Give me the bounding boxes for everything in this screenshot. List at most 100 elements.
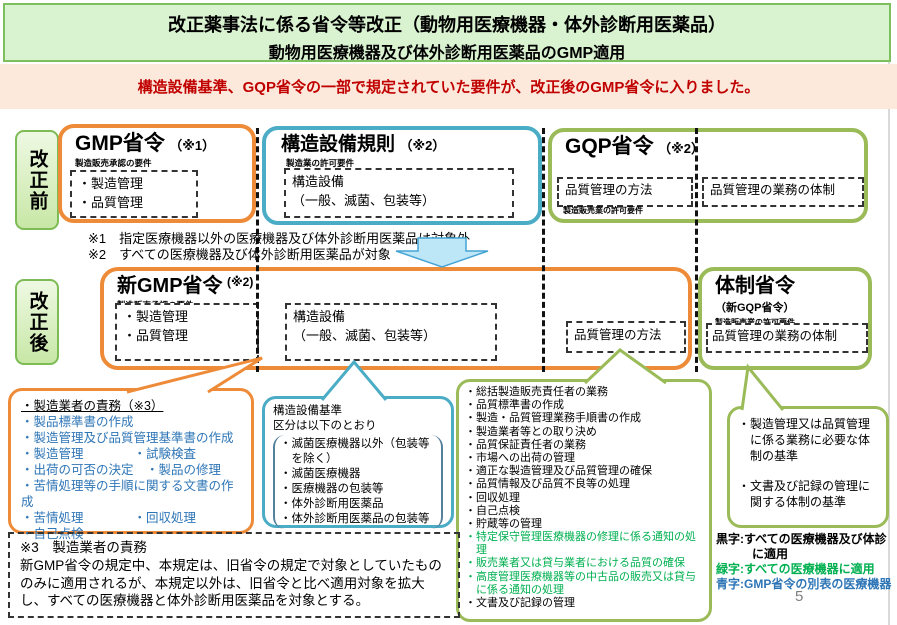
kozo-requirements-box: 構造設備 （一般、滅菌、包装等） [284, 168, 514, 218]
mfr-item-6: ・苦情処理 ・回収処理 [21, 511, 197, 525]
slide-title-line1: 改正薬事法に係る省令等改正（動物用医療機器・体外診断用医薬品） [168, 15, 726, 35]
gmp-title: GMP省令 [75, 132, 165, 155]
highlight-banner: 構造設備基準、GQP省令の一部で規定されていた要件が、改正後のGMP省令に入りま… [0, 64, 897, 109]
gqp-ref: （※2） [658, 141, 705, 156]
gmp-subtitle: 製造販売承認の要件 [75, 158, 152, 168]
footnote-3-box: ※3 製造業者の責務 新GMP省令の規定中、本規定は、旧省令の規定で対象としてい… [8, 532, 460, 618]
quality-item-8: ・品質情報及び品質不良等の処理 [465, 478, 630, 491]
system-gap [738, 465, 878, 479]
footnote-2: ※2 すべての医療機器及び体外診断用医薬品が対象 [88, 247, 391, 263]
dashed-separator-2 [542, 128, 545, 372]
quality-item-11: ・貯蔵等の管理 [465, 517, 542, 530]
quality-item-6: ・市場への出荷の管理 [465, 451, 575, 464]
taisei-sub2: 製造販売業の許可要件 [715, 317, 868, 328]
facility-item-3: ・医療機器の包装等 [280, 482, 384, 495]
new-gmp-kozo-box: 構造設備 （一般、滅菌、包装等） [285, 303, 497, 361]
gqp-system-box: 品質管理の業務の体制 [702, 177, 864, 207]
gmp-ref: （※1） [169, 138, 216, 153]
kozo-box-line1: 構造設備 [292, 174, 345, 189]
legend-black: 黒字:すべての医療機器及び体診 に適用 [716, 532, 887, 561]
gqp-method-note: 製造販売業の許可要件 [563, 206, 643, 215]
pointer-system-callout [740, 363, 785, 411]
new-gmp-item-1: ・製造管理 [123, 309, 189, 324]
mfr-item-4: ・出荷の可否の決定 ・製品の修理 [21, 463, 222, 477]
facility-item-1: ・滅菌医療機器以外（包装等を除く） [280, 437, 430, 465]
highlight-banner-text: 構造設備基準、GQP省令の一部で規定されていた要件が、改正後のGMP省令に入りま… [137, 79, 760, 96]
gmp-item-2: ・品質管理 [78, 194, 144, 210]
facility-item-5: ・体外診断用医薬品の包装等 [280, 512, 430, 525]
facility-line2: 区分は以下のとおり [273, 419, 377, 432]
kozo-box-line2: （一般、滅菌、包装等） [292, 192, 436, 208]
kozo-subtitle: 製造業の許可要件 [286, 158, 355, 168]
facility-category-list: ・滅菌医療機器以外（包装等を除く） ・滅菌医療機器 ・医療機器の包装等 ・体外診… [273, 434, 443, 529]
callout-system-standards: ・製造管理又は品質管理に係る業務に必要な体制の基準 ・文書及び記録の管理に関する… [727, 406, 889, 528]
quality-item-10: ・自己点検 [465, 504, 520, 517]
taisei-sub1: （新GQP省令） [715, 302, 795, 314]
mfr-item-7: ・自己点検 [21, 527, 84, 541]
title-box: 改正薬事法に係る省令等改正（動物用医療機器・体外診断用医薬品） 動物用医療機器及… [3, 3, 891, 62]
callout-quality-duties: ・総括製造販売責任者の業務 ・品質標準書の作成 ・製造・品質管理業務手順書の作成… [456, 379, 712, 622]
quality-item-green-1: ・特定保守管理医療機器の修理に係る通知の処理 [465, 531, 696, 557]
system-item-2: ・文書及び記録の管理に関する体制の基準 [738, 478, 871, 509]
gqp-title: GQP省令 [565, 135, 654, 158]
gmp-item-1: ・製造管理 [78, 176, 144, 191]
new-gmp-kozo-line2: （一般、滅菌、包装等） [293, 327, 437, 343]
box-system-ordinance: 体制省令 （新GQP省令） 製造販売業の許可要件 [698, 267, 872, 370]
facility-item-2: ・滅菌医療機器 [280, 467, 361, 480]
footnote-3-title: ※3 製造業者の責務 [20, 540, 147, 555]
quality-item-green-3: ・高度管理医療機器等の中古品の販売又は貸与に係る通知の処理 [465, 570, 696, 596]
footnote-3-body: 新GMP省令の規定中、本規定は、旧省令の規定で対象としていたもののみに適用される… [20, 557, 442, 609]
gmp-requirements-box: ・製造管理 ・品質管理 [70, 170, 198, 218]
page-number: 5 [795, 588, 804, 605]
box-gqp-ordinance: GQP省令 （※2） [548, 128, 868, 223]
callout-manufacturer-duties: ・製造業者の責務（※3） ・製品標準書の作成 ・製造管理及び品質管理基準書の作成… [8, 388, 254, 541]
mfr-item-3: ・製造管理 ・試験検査 [21, 447, 197, 461]
facility-item-4: ・体外診断用医薬品 [280, 497, 384, 510]
dashed-separator-1 [256, 128, 259, 372]
new-gmp-mgmt-box: ・製造管理 ・品質管理 [115, 303, 259, 361]
quality-item-3: ・製造・品質管理業務手順書の作成 [465, 412, 641, 425]
quality-item-1: ・総括製造販売責任者の業務 [465, 386, 608, 398]
taisei-system-box: 品質管理の業務の体制 [706, 323, 868, 353]
label-before-revision: 改正前 [15, 130, 59, 230]
quality-item-5: ・品質保証責任者の業務 [465, 438, 586, 451]
new-gmp-ref: (※2) [227, 275, 254, 289]
facility-standards-body: 構造設備基準 区分は以下のとおり ・滅菌医療機器以外（包装等を除く） ・滅菌医療… [265, 399, 451, 534]
mfr-item-1: ・製品標準書の作成 [21, 415, 134, 429]
system-item-1: ・製造管理又は品質管理に係る業務に必要な体制の基準 [738, 417, 871, 463]
mfr-item-2: ・製造管理及び品質管理基準書の作成 [21, 431, 234, 445]
system-standards-body: ・製造管理又は品質管理に係る業務に必要な体制の基準 ・文書及び記録の管理に関する… [730, 409, 886, 519]
kozo-title: 構造設備規則 [281, 134, 396, 155]
dashed-separator-3 [695, 128, 698, 372]
legend-blue: 青字:GMP省令の別表の医療機器 [716, 577, 892, 591]
mfr-item-5: ・苦情処理等の手順に関する文書の作成 [21, 479, 234, 509]
new-gmp-quality-box: 品質管理の方法 [566, 321, 686, 353]
quality-item-green-2: ・販売業者又は貸与業者における品質の確保 [465, 557, 685, 570]
gqp-title-row: GQP省令 （※2） [552, 132, 864, 158]
label-after-revision: 改正後 [15, 279, 59, 365]
quality-item-last: ・文書及び記録の管理 [465, 597, 575, 609]
new-gmp-kozo-line1: 構造設備 [293, 309, 346, 324]
mid-footnotes: ※1 指定医療機器以外の医療機器及び体外診断用医薬品は対象外 ※2 すべての医療… [88, 231, 470, 264]
manufacturer-duties-list: ・製造業者の責務（※3） ・製品標準書の作成 ・製造管理及び品質管理基準書の作成… [11, 391, 251, 549]
legend-green: 緑字:すべての医療機器に適用 [716, 562, 875, 576]
quality-duties-list: ・総括製造販売責任者の業務 ・品質標準書の作成 ・製造・品質管理業務手順書の作成… [459, 382, 709, 614]
new-gmp-title: 新GMP省令 [117, 275, 223, 297]
quality-item-7: ・適正な製造管理及び品質管理の確保 [465, 465, 652, 478]
new-gmp-item-2: ・品質管理 [123, 327, 189, 343]
slide-title-line2: 動物用医療機器及び体外診断用医薬品のGMP適用 [268, 45, 626, 62]
gmp-title-row: GMP省令 （※1） 製造販売承認の要件 [62, 128, 252, 169]
quality-item-9: ・回収処理 [465, 491, 520, 504]
footnote-1: ※1 指定医療機器以外の医療機器及び体外診断用医薬品は対象外 [88, 231, 471, 246]
callout-facility-standards: 構造設備基準 区分は以下のとおり ・滅菌医療機器以外（包装等を除く） ・滅菌医療… [262, 396, 454, 529]
gqp-method-box: 品質管理の方法 [557, 177, 693, 207]
kozo-ref: （※2） [399, 138, 446, 153]
facility-line1: 構造設備基準 [273, 405, 342, 417]
taisei-title: 体制省令 [715, 275, 795, 297]
color-legend: 黒字:すべての医療機器及び体診 に適用 緑字:すべての医療機器に適用 青字:GM… [716, 532, 892, 592]
quality-item-2: ・品質標準書の作成 [465, 399, 564, 412]
manufacturer-duties-heading: ・製造業者の責務（※3） [21, 399, 164, 413]
kozo-title-row: 構造設備規則 （※2） 製造業の許可要件 [266, 130, 538, 169]
taisei-title-row: 体制省令 （新GQP省令） 製造販売業の許可要件 [702, 271, 868, 328]
